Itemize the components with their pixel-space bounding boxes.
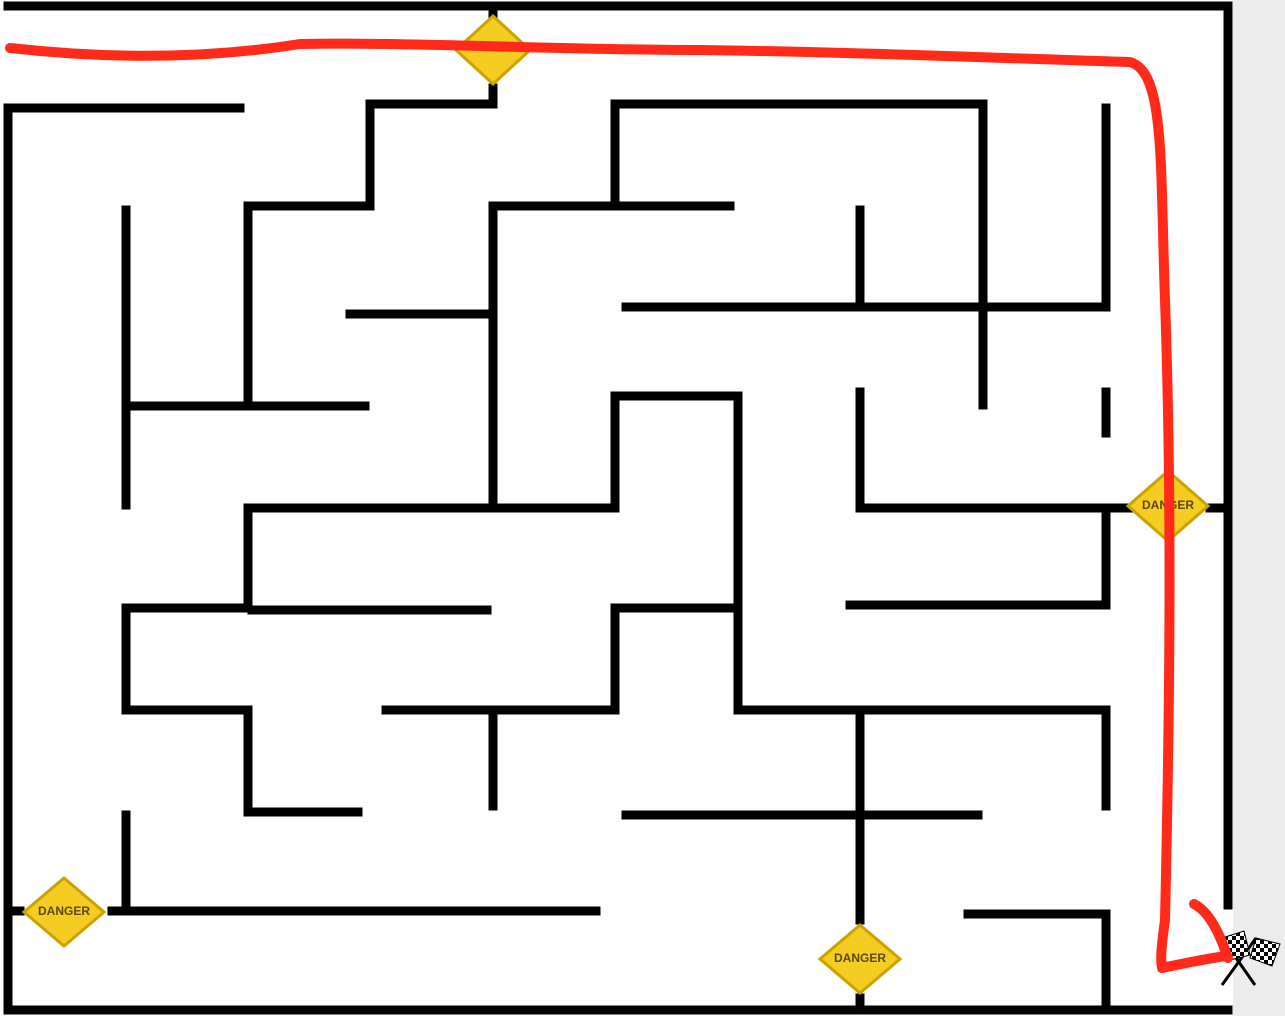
danger-sign-label: DANGER xyxy=(834,951,886,965)
maze-inner-walls xyxy=(3,83,1233,1015)
flag-right xyxy=(1249,937,1281,967)
danger-sign-diamond xyxy=(817,923,903,995)
solution-arrow-hook xyxy=(1156,915,1170,973)
danger-sign-bottom-middle: DANGER xyxy=(817,923,903,995)
danger-sign-bottom-left: DANGER xyxy=(21,876,107,948)
right-margin-strip xyxy=(1233,0,1285,1016)
danger-sign-diamond xyxy=(21,876,107,948)
solution-arrow-head xyxy=(1157,899,1233,973)
maze-outer-walls xyxy=(3,1,1233,1015)
danger-sign-label: DANGER xyxy=(38,904,90,918)
solution-line xyxy=(5,38,1175,925)
red-hand-drawn-path xyxy=(5,38,1233,973)
